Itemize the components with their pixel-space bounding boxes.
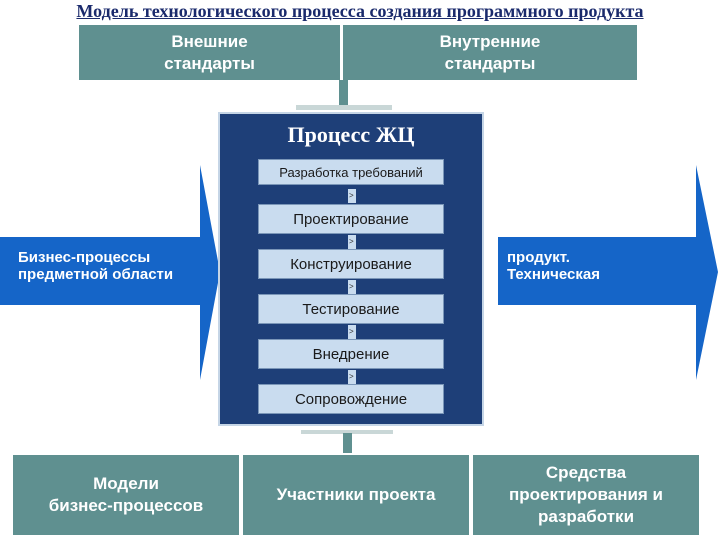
bottom-connector	[343, 433, 352, 453]
internal-standards-box: Внутренние стандарты	[343, 25, 637, 80]
process-title: Процесс ЖЦ	[287, 122, 415, 147]
stage-connector: >	[348, 370, 356, 384]
stage-connector: >	[348, 280, 356, 294]
input-arrow-label: Бизнес-процессы предметной области	[18, 249, 174, 283]
page-title: Модель технологического процесса создани…	[76, 1, 644, 21]
top-connector	[339, 80, 348, 106]
output-arrow-label: продукт. Техническая	[507, 249, 600, 283]
business-models-box: Модели бизнес-процессов	[13, 455, 239, 535]
stage-deployment: Внедрение	[258, 339, 444, 369]
bottom-connector-bar	[301, 430, 393, 434]
stage-requirements: Разработка требований	[258, 159, 444, 185]
design-tools-box: Средства проектирования и разработки	[473, 455, 699, 535]
stage-design: Проектирование	[258, 204, 444, 234]
stage-connector: >	[348, 235, 356, 249]
stage-maintenance: Сопровождение	[258, 384, 444, 414]
lifecycle-process-block: Процесс ЖЦ Разработка требований > Проек…	[218, 112, 484, 426]
top-connector-bar	[296, 105, 392, 110]
stage-connector: >	[348, 325, 356, 339]
external-standards-box: Внешние стандарты	[79, 25, 340, 80]
stage-testing: Тестирование	[258, 294, 444, 324]
output-arrow	[498, 165, 718, 380]
stage-connector: >	[348, 189, 356, 203]
input-arrow	[0, 165, 220, 380]
stage-construction: Конструирование	[258, 249, 444, 279]
project-participants-box: Участники проекта	[243, 455, 469, 535]
